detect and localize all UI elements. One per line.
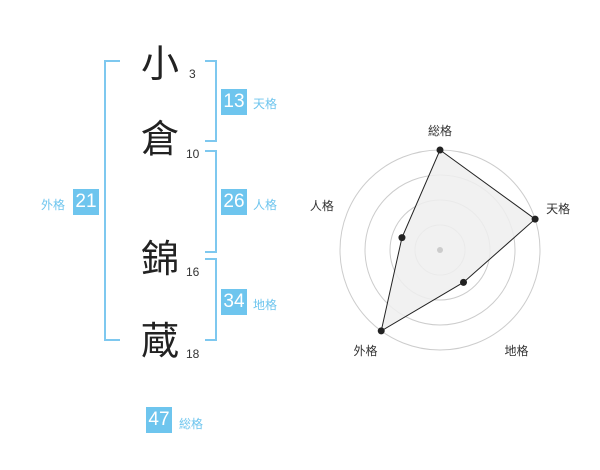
radar-point-2 [531,215,539,223]
tenkaku-bracket [205,60,217,142]
radar-axis-label: 人格 [310,198,334,213]
radar-point-5 [398,234,406,242]
tenkaku-badge: 13 [221,89,247,115]
radar-point-1 [436,146,444,154]
chikaku-bracket [205,258,217,341]
name-char-1: 小 [141,42,180,86]
soukaku-label: 総格 [179,417,204,431]
name-char-2: 倉 [141,117,180,161]
gaikaku-label: 外格 [41,198,66,212]
radar-data-polygon [380,149,536,332]
name-char-4: 蔵 [141,319,180,363]
radar-axis-label: 外格 [353,343,377,358]
stroke-count-1: 3 [189,67,196,81]
radar-point-4 [377,327,385,335]
jinkaku-bracket [205,150,217,253]
jinkaku-label: 人格 [253,198,278,212]
tenkaku-label: 天格 [253,97,278,111]
radar-axis-label: 天格 [546,201,570,216]
chikaku-badge: 34 [221,289,247,315]
radar-axis-label: 地格 [505,343,529,358]
jinkaku-badge: 26 [221,189,247,215]
chikaku-label: 地格 [253,298,278,312]
gaikaku-badge: 21 [73,189,99,215]
stroke-count-2: 10 [186,147,200,161]
gaikaku-bracket [104,60,120,341]
soukaku-badge: 47 [146,407,172,433]
stroke-count-4: 18 [186,347,200,361]
stroke-count-3: 16 [186,265,200,279]
name-char-3: 錦 [141,237,180,281]
radar-point-3 [460,278,468,286]
radar-center-dot [437,247,443,253]
radar-axis-label: 総格 [428,123,452,138]
